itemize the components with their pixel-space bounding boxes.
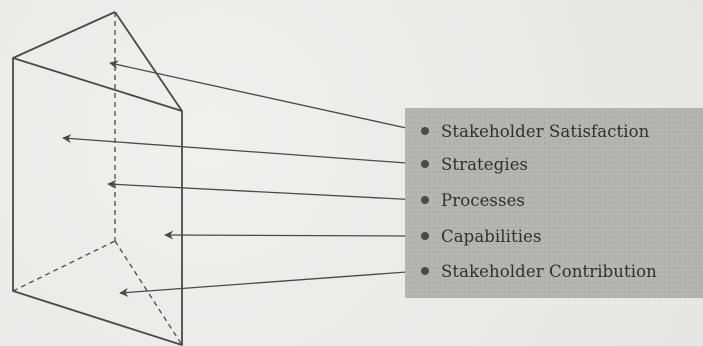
prism-shape <box>12 11 183 346</box>
bullet-icon <box>421 196 429 204</box>
arrow-strategies <box>62 134 421 165</box>
legend-label: Stakeholder Contribution <box>441 261 657 281</box>
legend-item-capabilities: Capabilities <box>405 223 542 249</box>
legend-box: Stakeholder Satisfaction Strategies Proc… <box>405 108 703 298</box>
prism-hidden-bottom-right <box>114 240 183 346</box>
arrow-capabilities <box>164 230 421 240</box>
legend-label: Processes <box>441 190 525 210</box>
prism-top-edge-back <box>12 11 116 59</box>
bullet-icon <box>421 127 429 135</box>
arrows <box>62 60 421 297</box>
bullet-icon <box>421 160 429 168</box>
arrow-stakeholder-contribution <box>119 270 421 297</box>
legend-item-processes: Processes <box>405 187 525 213</box>
legend-label: Capabilities <box>441 226 542 246</box>
prism-hidden-bottom-left <box>12 240 116 292</box>
arrow-processes <box>107 179 421 201</box>
legend-item-strategies: Strategies <box>405 151 528 177</box>
legend-item-stakeholder-contribution: Stakeholder Contribution <box>405 258 657 284</box>
legend-label: Strategies <box>441 154 529 174</box>
legend-item-stakeholder-satisfaction: Stakeholder Satisfaction <box>405 118 649 144</box>
prism-front-face <box>12 57 183 346</box>
bullet-icon <box>421 232 429 240</box>
prism-top-edge-right <box>114 11 183 112</box>
bullet-icon <box>421 267 429 275</box>
prism-hidden-edges <box>12 12 183 346</box>
legend-label: Stakeholder Satisfaction <box>441 121 650 141</box>
arrow-stakeholder-satisfaction <box>109 60 421 132</box>
